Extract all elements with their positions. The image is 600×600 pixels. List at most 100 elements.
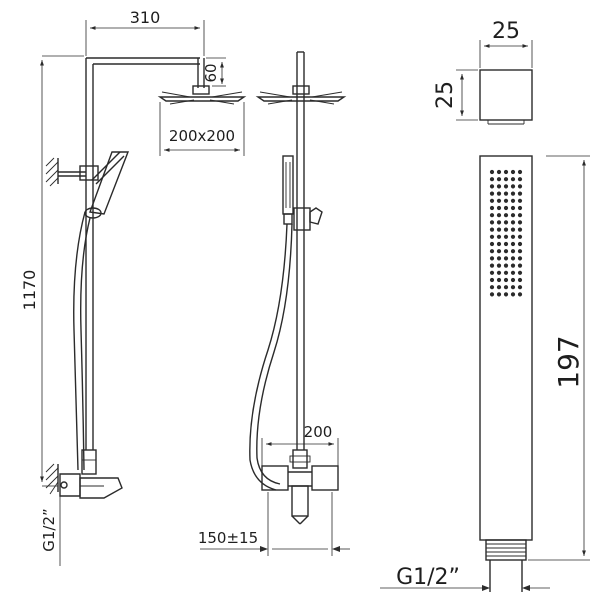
nozzle-dot — [503, 241, 509, 247]
handshower-front — [282, 155, 323, 231]
dim-handshower-length-label: 197 — [552, 335, 585, 388]
nozzle-dot — [496, 285, 502, 290]
nozzle-dot — [489, 277, 495, 283]
nozzle-dot — [510, 270, 516, 275]
nozzle-dot — [517, 241, 523, 247]
nozzle-dot — [489, 292, 495, 297]
nozzle-dot — [510, 256, 516, 261]
dim-total-height — [40, 55, 84, 487]
nozzle-dot — [503, 198, 509, 203]
nozzle-dot — [489, 249, 495, 254]
nozzle-dot — [489, 177, 495, 182]
nozzle-dot — [496, 198, 502, 203]
nozzle-dot — [503, 256, 509, 261]
nozzle-dot — [489, 270, 495, 275]
nozzle-dot — [517, 169, 523, 175]
front-riser — [296, 51, 305, 450]
nozzle-dot — [503, 263, 509, 268]
nozzle-dot — [510, 191, 516, 196]
nozzle-dot — [510, 263, 516, 268]
dim-inlet-left-label: G1/2” — [40, 508, 58, 552]
nozzle-dot — [517, 177, 523, 182]
nozzle-dot — [489, 213, 495, 218]
nozzle-dot — [496, 227, 502, 232]
nozzle-dot — [489, 184, 495, 189]
dim-head-offset-label: 60 — [202, 63, 220, 82]
nozzle-dot — [503, 184, 509, 189]
shower-head-side — [157, 85, 247, 105]
nozzle-dot — [517, 234, 523, 239]
mixer-side — [59, 449, 123, 499]
nozzle-dot — [489, 234, 495, 239]
dim-mixer-width-label: 200 — [304, 423, 333, 441]
nozzle-dot — [489, 220, 495, 225]
nozzle-dot — [510, 292, 516, 297]
nozzle-dot — [517, 184, 523, 189]
nozzle-dot — [503, 270, 509, 275]
hose-front — [249, 223, 293, 491]
dim-head-offset — [206, 57, 226, 87]
nozzle-dot — [496, 184, 502, 189]
handshower-top-view — [479, 69, 533, 125]
nozzle-dot — [489, 285, 495, 290]
nozzle-dot — [517, 220, 523, 225]
nozzle-dot — [517, 256, 523, 261]
nozzle-dot — [489, 169, 495, 175]
nozzle-dot — [517, 205, 523, 211]
nozzle-dot — [503, 285, 509, 290]
nozzle-grid — [489, 169, 523, 297]
nozzle-dot — [510, 277, 516, 283]
nozzle-dot — [510, 227, 516, 232]
nozzle-dot — [503, 205, 509, 211]
nozzle-dot — [496, 256, 502, 261]
nozzle-dot — [510, 198, 516, 203]
nozzle-dot — [496, 292, 502, 297]
nozzle-dot — [510, 285, 516, 290]
nozzle-dot — [517, 198, 523, 203]
nozzle-dot — [489, 256, 495, 261]
nozzle-dot — [503, 177, 509, 182]
dim-handshower-width-label: 25 — [492, 19, 520, 44]
nozzle-dot — [496, 263, 502, 268]
handshower-body — [479, 155, 533, 592]
nozzle-dot — [496, 270, 502, 275]
nozzle-dot — [503, 234, 509, 239]
nozzle-dot — [489, 205, 495, 211]
nozzle-dot — [510, 213, 516, 218]
nozzle-dot — [510, 205, 516, 211]
nozzle-dot — [517, 292, 523, 297]
handshower-side — [73, 151, 130, 471]
nozzle-dot — [496, 191, 502, 196]
nozzle-dot — [496, 169, 502, 175]
nozzle-dot — [496, 177, 502, 182]
nozzle-dot — [517, 227, 523, 232]
dim-head-size — [159, 102, 245, 156]
nozzle-dot — [517, 270, 523, 275]
riser-pipe — [85, 57, 205, 450]
dim-inlet-spacing-label: 150±15 — [198, 529, 258, 547]
shower-head-front — [255, 85, 347, 105]
nozzle-dot — [503, 213, 509, 218]
nozzle-dot — [496, 241, 502, 247]
dim-arm-length-label: 310 — [130, 8, 161, 27]
nozzle-dot — [510, 220, 516, 225]
nozzle-dot — [489, 227, 495, 232]
dim-inlet-spacing — [200, 492, 350, 556]
dim-handshower-depth-label: 25 — [433, 81, 458, 109]
nozzle-dot — [517, 263, 523, 268]
nozzle-dot — [517, 277, 523, 283]
mixer-front — [261, 449, 339, 525]
dim-handshower-inlet — [380, 585, 550, 591]
nozzle-dot — [503, 227, 509, 232]
dim-head-size-label: 200x200 — [169, 127, 235, 145]
nozzle-dot — [503, 249, 509, 254]
nozzle-dot — [503, 277, 509, 283]
nozzle-dot — [503, 292, 509, 297]
dim-total-height-label: 1170 — [20, 270, 39, 311]
nozzle-dot — [496, 213, 502, 218]
nozzle-dot — [510, 249, 516, 254]
nozzle-dot — [503, 169, 509, 175]
nozzle-dot — [496, 277, 502, 283]
nozzle-dot — [496, 249, 502, 254]
